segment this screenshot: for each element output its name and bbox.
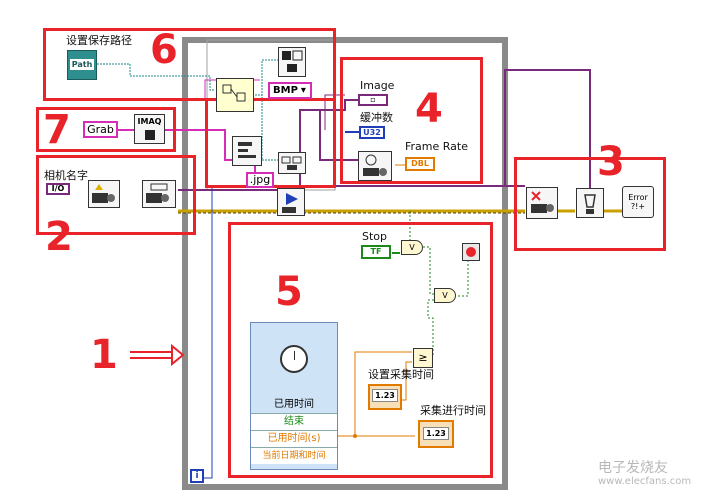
output-end: 结束 — [251, 413, 337, 430]
set-acquire-time-control[interactable]: 1.23 — [368, 384, 402, 410]
acquire-running-time-indicator: 1.23 — [418, 420, 454, 448]
region-6-box — [43, 28, 336, 101]
path-control[interactable]: Path — [67, 50, 97, 80]
imaq-create-node[interactable]: IMAQ — [134, 114, 165, 144]
iteration-terminal: i — [190, 469, 204, 483]
format-string-node[interactable] — [232, 136, 262, 166]
label-buffer-count: 缓冲数 — [360, 111, 393, 124]
imaq-write-file-icon[interactable] — [278, 47, 306, 77]
simple-error-handler-icon[interactable]: Error ?!+ — [622, 186, 654, 218]
stop-button-terminal[interactable]: TF — [361, 245, 391, 259]
label-image: Image — [360, 79, 395, 92]
label-stop: Stop — [362, 230, 388, 243]
concat-strings-node[interactable] — [278, 152, 306, 174]
watermark-logo-text: 电子发烧友 — [598, 460, 668, 476]
region-7-box — [36, 107, 176, 152]
region-5-box — [228, 222, 493, 478]
stopwatch-icon — [280, 345, 308, 373]
arrow-to-loop-icon — [171, 343, 185, 367]
label-camera-name: 相机名字 — [44, 169, 88, 182]
region-3-box — [514, 157, 666, 251]
label-acquire-running-time: 采集进行时间 — [420, 404, 486, 417]
path-wire — [97, 63, 215, 91]
region-2-box — [36, 155, 196, 235]
annotation-5: 5 — [275, 269, 303, 315]
output-elapsed-s: 已用时间(s) — [251, 430, 337, 447]
error-handler-icon: ?!+ — [630, 202, 646, 211]
imaqdx-grab-icon[interactable] — [277, 188, 305, 216]
region-4-box — [340, 57, 483, 184]
bool-wire — [423, 246, 436, 295]
build-path-node[interactable] — [216, 78, 254, 112]
watermark-url: www.elecfans.com — [598, 476, 692, 487]
or-gate-1-icon: V — [401, 240, 423, 255]
label-set-save-path: 设置保存路径 — [66, 34, 132, 47]
output-current-datetime: 当前日期和时间 — [251, 447, 337, 464]
jpg-string-constant[interactable]: .jpg — [246, 172, 274, 188]
file-type-ring[interactable]: BMP▾ — [268, 82, 312, 99]
imaq-create-icon — [144, 130, 155, 140]
imaq-dispose-icon[interactable] — [576, 188, 604, 218]
label-set-acquire-time: 设置采集时间 — [368, 368, 434, 381]
elapsed-time-title: 已用时间 — [274, 399, 314, 410]
grab-string-constant[interactable]: Grab — [83, 121, 118, 138]
buffer-count-indicator: U32 — [359, 126, 385, 139]
elapsed-time-wire — [338, 351, 412, 437]
chevron-down-icon: ▾ — [300, 85, 306, 96]
imaqdx-close-camera-icon[interactable] — [526, 187, 558, 219]
error-label: Error — [628, 193, 648, 202]
image-indicator: ▫ — [358, 94, 388, 106]
elapsed-time-express-vi[interactable]: 已用时间 结束 已用时间(s) 当前日期和时间 — [250, 322, 338, 470]
stop-dot-icon — [466, 247, 476, 257]
annotation-2: 2 — [45, 214, 73, 260]
while-loop-frame — [182, 37, 508, 490]
or-gate-2-icon: V — [434, 288, 456, 303]
label-frame-rate: Frame Rate — [405, 140, 468, 153]
imaqdx-open-camera-icon[interactable] — [88, 180, 120, 208]
greater-compare-icon: ≥ — [413, 348, 433, 368]
annotation-4: 4 — [415, 86, 443, 132]
iteration-wire — [198, 186, 213, 479]
annotation-3: 3 — [597, 139, 625, 185]
imaq-label: IMAQ — [137, 117, 162, 126]
annotation-7: 7 — [43, 107, 71, 153]
frame-rate-indicator: DBL — [405, 157, 435, 171]
annotation-6: 6 — [150, 27, 178, 73]
imaqdx-property-node-icon[interactable] — [358, 151, 392, 181]
imaqdx-configure-grab-icon[interactable] — [142, 180, 176, 208]
loop-stop-condition-icon — [462, 243, 480, 261]
camera-name-control[interactable]: I/O — [46, 183, 70, 195]
annotation-1: 1 — [90, 332, 118, 378]
